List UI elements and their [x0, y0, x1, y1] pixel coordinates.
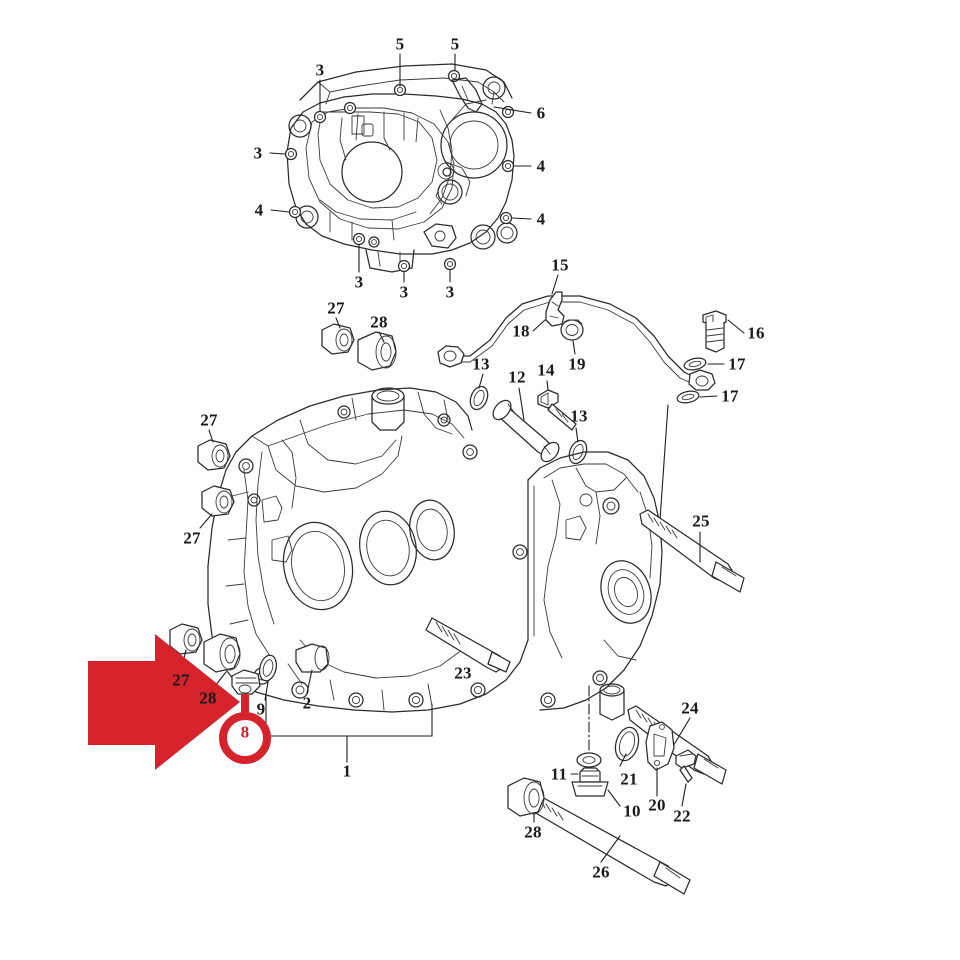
part-callout-8: 8 — [240, 722, 250, 742]
part-callout-14: 14 — [537, 360, 555, 380]
upper-crankcase-half — [284, 63, 518, 273]
part-callout-3: 3 — [399, 282, 409, 302]
bottom-small-parts — [571, 685, 697, 797]
part-callout-27: 27 — [200, 410, 218, 430]
part-callout-5: 5 — [450, 34, 460, 54]
part-callout-3: 3 — [445, 282, 455, 302]
part-callout-2: 2 — [302, 693, 312, 713]
part-callout-11: 11 — [550, 764, 568, 784]
part-callout-23: 23 — [454, 663, 472, 683]
part-callout-5: 5 — [395, 34, 405, 54]
long-bolts — [507, 509, 745, 895]
part-callout-12: 12 — [508, 367, 526, 387]
left-small-parts — [169, 323, 397, 695]
part-callout-20: 20 — [648, 795, 666, 815]
part-callout-4: 4 — [536, 156, 546, 176]
part-callout-13: 13 — [570, 406, 588, 426]
part-callout-18: 18 — [512, 321, 530, 341]
part-callout-27: 27 — [327, 298, 345, 318]
part-callout-3: 3 — [354, 272, 364, 292]
part-callout-4: 4 — [254, 200, 264, 220]
part-callout-3: 3 — [315, 60, 325, 80]
spacer-callout-leaders — [478, 373, 579, 443]
part-callout-24: 24 — [681, 698, 699, 718]
part-callout-6: 6 — [536, 103, 546, 123]
part-callout-3: 3 — [253, 143, 263, 163]
red-highlight-circle — [219, 694, 271, 764]
spacer-and-orings — [469, 385, 588, 465]
part-callout-15: 15 — [551, 255, 569, 275]
part-callout-9: 9 — [256, 699, 266, 719]
upper-case-bolt-holes — [284, 69, 515, 273]
part-callout-1: 1 — [342, 761, 352, 781]
part-callout-27: 27 — [172, 670, 190, 690]
part-callout-17: 17 — [728, 354, 746, 374]
part-callout-26: 26 — [592, 862, 610, 882]
upper-callout-leaders — [269, 53, 532, 283]
part-callout-10: 10 — [623, 801, 641, 821]
part-callout-19: 19 — [568, 354, 586, 374]
bolt-leaders — [533, 531, 701, 863]
oil-pipe-assembly — [437, 291, 727, 404]
part-callout-28: 28 — [524, 822, 542, 842]
pipe-callout-leaders — [532, 274, 745, 521]
part-callout-13: 13 — [472, 354, 490, 374]
lower-crankcase-body — [207, 387, 663, 721]
part-callout-28: 28 — [199, 688, 217, 708]
part-callout-4: 4 — [536, 209, 546, 229]
bottom-parts-leaders — [570, 753, 687, 807]
part-callout-25: 25 — [692, 511, 710, 531]
part-callout-27: 27 — [183, 528, 201, 548]
red-pointer-arrow — [88, 634, 240, 770]
part-callout-17: 17 — [721, 386, 739, 406]
part-callout-22: 22 — [673, 806, 691, 826]
part-callout-21: 21 — [620, 769, 638, 789]
part-callout-28: 28 — [370, 312, 388, 332]
part-callout-16: 16 — [747, 323, 765, 343]
